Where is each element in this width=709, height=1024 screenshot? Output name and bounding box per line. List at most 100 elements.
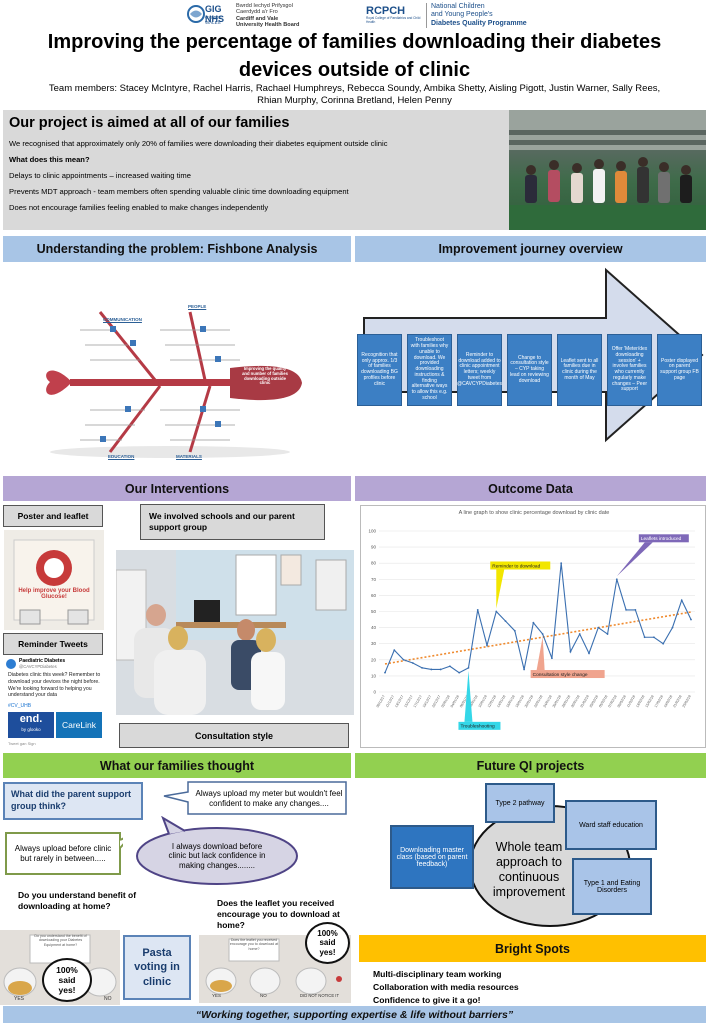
- fishbone-svg: [46, 311, 302, 458]
- data-point: [439, 668, 442, 671]
- x-tick-label: 02/01/18: [440, 694, 450, 708]
- future-item-eating: Type 1 and Eating Disorders: [572, 858, 652, 915]
- y-tick-label: 0: [373, 690, 376, 695]
- x-tick-label: 08/01/18: [468, 694, 478, 708]
- x-tick-label: 01/02/18: [580, 694, 590, 708]
- journey-step-6: Offer 'Meter/dex downloading session' + …: [607, 334, 652, 406]
- x-tick-label: 28/01/18: [561, 694, 571, 708]
- x-tick-label: 13/02/18: [635, 694, 645, 708]
- x-tick-label: 22/01/18: [533, 694, 543, 708]
- fishbone-header: Understanding the problem: Fishbone Anal…: [3, 236, 351, 262]
- x-tick-label: 13/12/17: [394, 694, 404, 708]
- annotation-label: Troubleshooting: [460, 724, 495, 730]
- annotation-label: Consultation style change: [533, 672, 588, 678]
- journey-step-1: Recognition that only approx. 1/3 of fam…: [357, 334, 402, 406]
- annotation-box: [490, 561, 551, 570]
- data-point: [467, 666, 470, 669]
- y-tick-label: 20: [371, 657, 377, 662]
- data-point: [588, 652, 590, 655]
- aim-heading: Our project is aimed at all of our famil…: [9, 115, 290, 131]
- x-tick-label: 16/01/18: [505, 694, 515, 708]
- glooko-logo: end. by glooko: [8, 712, 54, 738]
- y-tick-label: 30: [371, 641, 377, 646]
- annotation-box: [458, 721, 501, 730]
- footer-motto: “Working together, supporting expertise …: [3, 1006, 706, 1023]
- series-line: [384, 563, 692, 674]
- chart-title: A line graph to show clinic percentage d…: [458, 510, 610, 516]
- aim-text: We recognised that approximately only 20…: [9, 139, 388, 212]
- x-tick-label: 04/01/18: [450, 694, 460, 708]
- tweet-body: Diabetes clinic this week? Remember to d…: [8, 672, 101, 699]
- journey-step-2: Troubleshoot with families why unable to…: [407, 334, 452, 406]
- rcpch-logo-sub: Royal College of Paediatrics and Child H…: [366, 16, 421, 24]
- data-point: [643, 636, 646, 639]
- y-tick-label: 100: [368, 529, 376, 534]
- annotation-label: Leaflets introduced: [641, 536, 682, 542]
- data-point: [421, 666, 423, 669]
- x-tick-label: 19/12/17: [422, 694, 432, 708]
- data-point: [476, 608, 479, 611]
- data-point: [523, 668, 525, 671]
- y-tick-label: 40: [371, 625, 377, 630]
- tweet-account: Paediatric Diabetes: [19, 658, 66, 664]
- future-item-type2: Type 2 pathway: [485, 783, 555, 823]
- pasta-card-1: Do you understand the benefit of downloa…: [34, 934, 87, 947]
- x-tick-label: 11/12/17: [385, 694, 395, 708]
- team-members: Team members: Stacey McIntyre, Rachel Ha…: [48, 83, 661, 106]
- bright-spots-header: Bright Spots: [359, 935, 706, 962]
- x-tick-label: 09/12/17: [376, 694, 386, 708]
- parent-question-box: What did the parent support group think?: [3, 782, 143, 820]
- jar-label-no-2: NO: [260, 993, 267, 998]
- data-point: [411, 662, 414, 664]
- bright-spots-list: Multi-disciplinary team working Collabor…: [373, 968, 519, 1007]
- x-tick-label: 17/12/17: [413, 694, 423, 708]
- annotation-box: [530, 670, 605, 679]
- x-tick-label: 10/01/18: [478, 694, 488, 708]
- quote-bubble-1: Always upload my meter but wouldn't feel…: [160, 780, 350, 818]
- pasta-card-2: Does the leaflet you received encourage …: [229, 938, 279, 951]
- data-point: [690, 618, 692, 621]
- x-tick-label: 12/01/18: [487, 694, 497, 708]
- data-point: [532, 621, 535, 624]
- outcome-header: Outcome Data: [355, 476, 706, 501]
- page-title: Improving the percentage of families dow…: [47, 31, 662, 81]
- y-tick-label: 80: [371, 561, 377, 566]
- x-tick-label: 05/02/18: [598, 694, 608, 708]
- future-header: Future QI projects: [355, 753, 706, 778]
- speech-bubble-1: [163, 781, 347, 815]
- data-point: [495, 610, 498, 613]
- journey-step-3: Reminder to download added to clinic app…: [457, 334, 502, 406]
- outcome-chart: A line graph to show clinic percentage d…: [360, 505, 706, 748]
- families-header: What our families thought: [3, 753, 351, 778]
- fishbone-cat-materials: MATERIALS: [176, 454, 202, 459]
- schools-label: We involved schools and our parent suppo…: [140, 504, 325, 540]
- understand-question: Do you understand benefit of downloading…: [18, 890, 137, 912]
- future-item-masterclass: Downloading master class (based on paren…: [390, 825, 474, 889]
- fishbone-cat-people: PEOPLE: [188, 304, 207, 309]
- bright-spot-2: Collaboration with media resources: [373, 982, 519, 992]
- x-tick-label: 09/02/18: [617, 694, 627, 708]
- data-point: [449, 665, 451, 668]
- x-tick-label: 19/02/18: [663, 694, 673, 708]
- nhs-logo-sub: CYMRU WALES: [205, 15, 222, 25]
- x-tick-label: 30/01/18: [570, 694, 580, 708]
- data-point: [384, 671, 386, 674]
- fishbone-cat-education: EDUCATION: [108, 454, 135, 459]
- x-tick-label: 11/02/18: [626, 694, 636, 708]
- data-point: [615, 578, 618, 581]
- x-tick-label: 15/02/18: [644, 694, 654, 708]
- x-tick-label: 21/02/18: [672, 694, 682, 708]
- data-point: [606, 633, 609, 635]
- quote-bubble-3: I always download before clinic but lack…: [133, 816, 301, 886]
- x-tick-label: 26/01/18: [552, 694, 562, 708]
- tweet-translate[interactable]: Tweet gan Sign: [8, 741, 36, 746]
- x-tick-label: 17/02/18: [654, 694, 664, 708]
- data-point: [513, 629, 516, 632]
- poster-label: Poster and leaflet: [3, 505, 103, 527]
- x-tick-label: 15/12/17: [403, 694, 413, 708]
- annotation-pointer: [496, 569, 505, 609]
- tweet-link[interactable]: #CV_UHB: [8, 703, 32, 709]
- x-tick-label: 22/12/17: [431, 694, 441, 708]
